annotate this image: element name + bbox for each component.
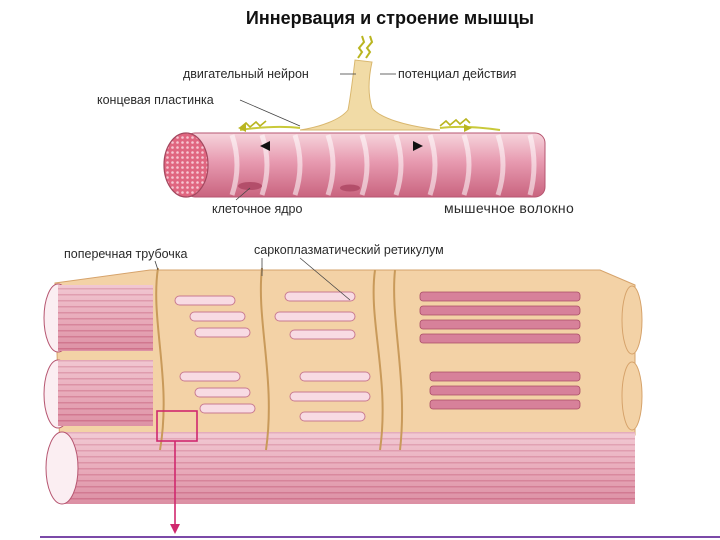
top-labels: двигательный нейрон потенциал действия к… bbox=[97, 67, 574, 216]
label-motor-neuron: двигательный нейрон bbox=[183, 67, 309, 81]
arrow-left-icon bbox=[260, 141, 270, 151]
t-tubules bbox=[155, 267, 404, 451]
bottom-labels: поперечная трубочка саркоплазматический … bbox=[64, 243, 444, 301]
myofilament-bands bbox=[419, 291, 581, 410]
label-end-plate: концевая пластинка bbox=[97, 93, 214, 107]
label-action-potential: потенциал действия bbox=[398, 67, 516, 81]
label-cell-nucleus: клеточное ядро bbox=[212, 202, 303, 216]
sarcomere-bands bbox=[229, 134, 537, 196]
sr-sacs bbox=[174, 291, 371, 422]
fiber-cross-section bbox=[163, 132, 209, 198]
myofibril-bundle bbox=[40, 267, 720, 538]
page-title: Иннервация и строение мышцы bbox=[245, 8, 535, 28]
label-t-tubule: поперечная трубочка bbox=[64, 247, 188, 261]
arrow-down-icon bbox=[170, 524, 180, 534]
zoom-box bbox=[156, 410, 198, 442]
arrow-right-icon bbox=[413, 141, 423, 151]
motor-neuron bbox=[238, 35, 501, 132]
cell-nucleus bbox=[238, 182, 262, 190]
label-muscle-fiber: мышечное волокно bbox=[444, 200, 574, 216]
top-muscle-fiber bbox=[163, 132, 546, 198]
label-sarcoplasmic-reticulum: саркоплазматический ретикулум bbox=[254, 243, 444, 257]
